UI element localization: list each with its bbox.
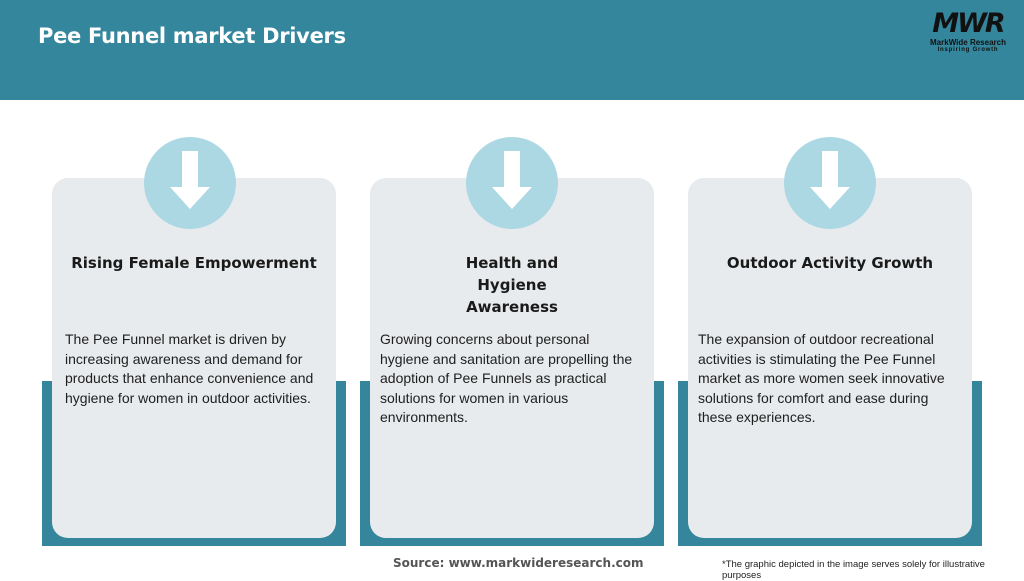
brand-logo: MWR MarkWide Research Inspiring Growth bbox=[924, 10, 1012, 54]
arrow-down-icon bbox=[810, 151, 850, 209]
logo-tagline: Inspiring Growth bbox=[937, 47, 999, 53]
icon-circle bbox=[144, 137, 236, 229]
card-title: Outdoor Activity Growth bbox=[726, 254, 934, 272]
header-banner: Pee Funnel market Drivers MWR MarkWide R… bbox=[0, 0, 1024, 100]
disclaimer-note: *The graphic depicted in the image serve… bbox=[722, 559, 985, 581]
card-title: Rising Female Empowerment bbox=[71, 254, 317, 272]
logo-mark: MWR bbox=[932, 8, 1005, 39]
arrow-down-icon bbox=[170, 151, 210, 209]
card-body: Growing concerns about personal hygiene … bbox=[380, 331, 633, 425]
icon-circle bbox=[784, 137, 876, 229]
page-title: Pee Funnel market Drivers bbox=[38, 24, 346, 48]
logo-name: MarkWide Research bbox=[930, 38, 1006, 47]
driver-card bbox=[688, 178, 972, 538]
arrow-down-icon bbox=[492, 151, 532, 209]
card-body: The Pee Funnel market is driven by incre… bbox=[65, 331, 314, 406]
source-credit: Source: www.markwideresearch.com bbox=[393, 556, 644, 570]
card-body: The expansion of outdoor recreational ac… bbox=[698, 331, 945, 425]
icon-circle bbox=[466, 137, 558, 229]
card-title: Health and Hygiene Awareness bbox=[465, 254, 559, 316]
driver-card bbox=[52, 178, 336, 538]
driver-card bbox=[370, 178, 654, 538]
